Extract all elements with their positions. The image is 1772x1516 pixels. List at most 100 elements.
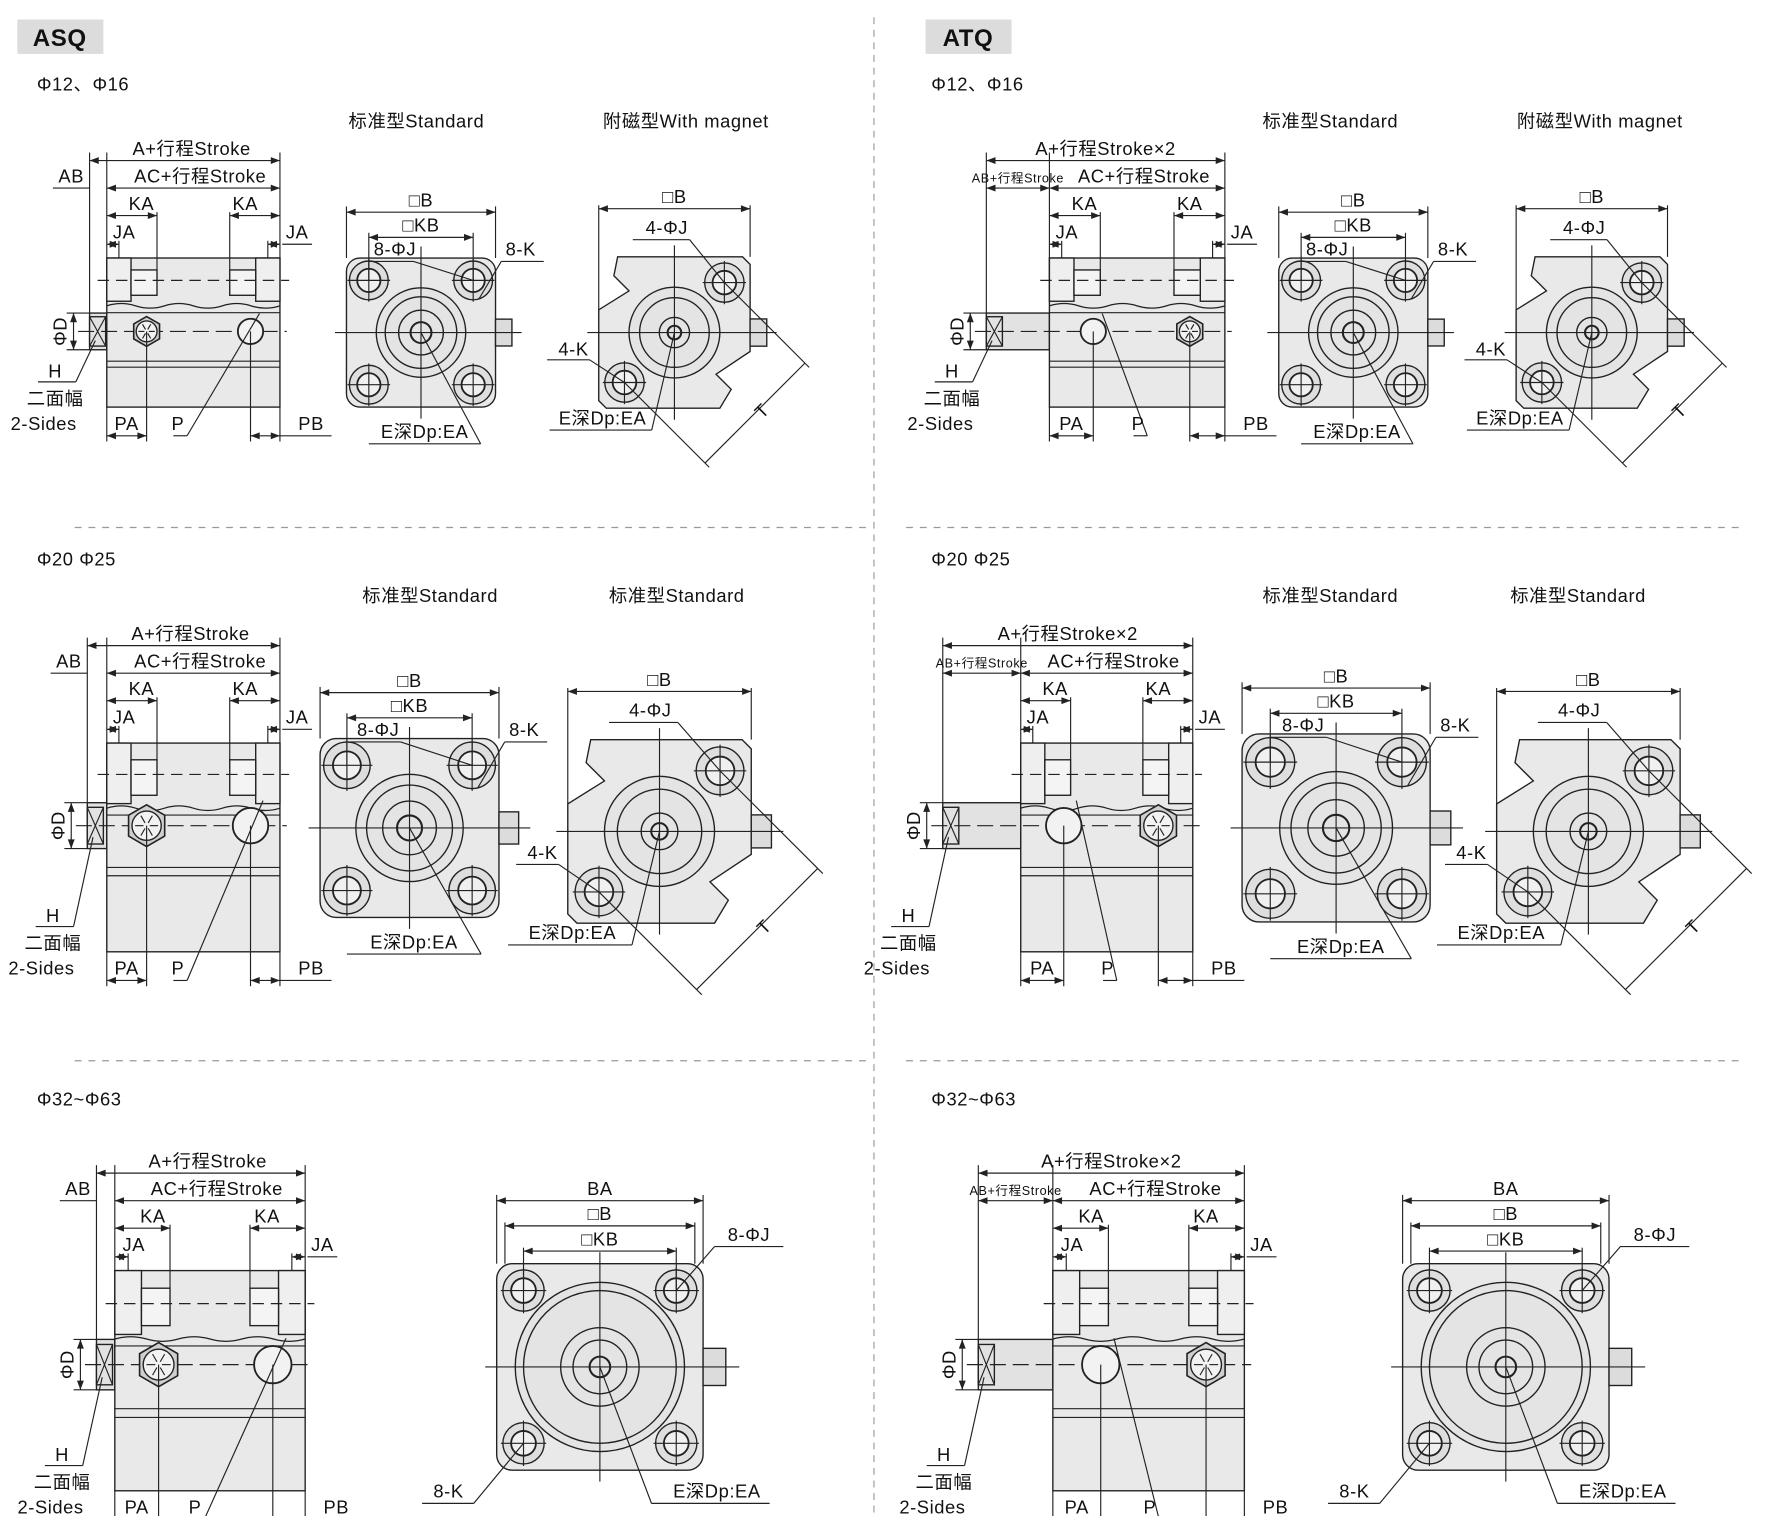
p-leader <box>1101 313 1148 436</box>
dim-a <box>986 157 1225 164</box>
dim-b <box>320 689 499 697</box>
label-j: 4-ΦJ <box>646 217 688 238</box>
label-ja-left: JA <box>1056 222 1079 243</box>
end-block-right <box>1199 257 1226 302</box>
dim-line <box>696 868 819 990</box>
label-a: A+行程Stroke <box>131 623 249 644</box>
arrowhead <box>295 1169 306 1177</box>
dim-ja-left <box>106 725 119 733</box>
dim-ka-right <box>1188 1224 1245 1232</box>
arrowhead <box>598 205 608 213</box>
arrowhead <box>966 340 974 350</box>
arrowhead <box>76 1380 84 1390</box>
arrowhead <box>1420 684 1431 692</box>
dim-ja-left <box>1020 725 1033 733</box>
flats-x <box>942 807 960 845</box>
label-2-sides: 2-Sides <box>864 958 930 979</box>
label-ja-right: JA <box>1199 707 1222 728</box>
p-leader <box>1075 800 1118 981</box>
label-p: P <box>1101 958 1114 979</box>
arrowhead <box>106 977 116 984</box>
arrowhead <box>1183 725 1193 733</box>
arrowhead <box>70 340 77 350</box>
label-ka-right: KA <box>233 193 259 214</box>
view-title: 附磁型With magnet <box>1517 110 1683 131</box>
j-leader <box>689 239 725 283</box>
hex-mark <box>1207 1367 1213 1376</box>
arrowhead <box>229 212 239 220</box>
dim-ja-right <box>1180 725 1193 733</box>
arrowhead <box>1020 977 1030 984</box>
label-2-sides: 2-Sides <box>11 413 77 434</box>
label-b: □B <box>1494 1203 1518 1224</box>
arrowhead <box>1043 1197 1053 1205</box>
label-k: 8-K <box>1440 715 1470 736</box>
hex-mark <box>1159 828 1165 836</box>
label-kb: □KB <box>1487 1228 1524 1249</box>
extension-line <box>598 891 703 996</box>
label-ja-right: JA <box>1231 222 1254 243</box>
arrowhead <box>249 1224 260 1232</box>
label-b: □B <box>588 1203 612 1224</box>
label-j: 8-ΦJ <box>374 239 416 260</box>
end-block-left <box>106 257 132 302</box>
hex-mark <box>142 333 146 339</box>
arrowhead <box>250 432 260 440</box>
mounting-hole <box>1243 866 1298 921</box>
arrowhead <box>147 212 158 220</box>
extension-line <box>624 382 710 468</box>
dim-pa <box>1049 432 1094 440</box>
label-pa: PA <box>115 413 139 434</box>
label-pa: PA <box>115 958 139 979</box>
dim-pa <box>106 977 147 984</box>
label-b: □B <box>1580 186 1604 207</box>
hex-mark <box>152 1367 158 1376</box>
j-leader <box>1326 736 1403 763</box>
arrowhead <box>1189 432 1199 440</box>
arrowhead <box>270 184 280 192</box>
label-d: ΦD <box>903 811 924 840</box>
arrowhead <box>942 642 952 650</box>
label-h: H <box>48 360 62 381</box>
label-width-across-flats: 二面幅 <box>916 1471 973 1492</box>
mounting-hole <box>321 864 373 917</box>
dim-ab <box>942 669 1021 677</box>
j-leader <box>1606 239 1643 283</box>
arrowhead <box>106 432 116 440</box>
tie-rod-nut-left <box>1073 269 1101 296</box>
dim-line <box>1625 868 1747 990</box>
label-e: E深Dp:EA <box>1476 407 1564 428</box>
label-2-sides: 2-Sides <box>8 958 74 979</box>
hex-mark <box>159 1367 166 1376</box>
arrowhead <box>1049 432 1059 440</box>
p-leader <box>186 800 264 981</box>
arrowhead <box>270 240 280 248</box>
flats-x <box>95 1344 114 1386</box>
arrowhead <box>489 689 499 697</box>
dim-kb <box>1270 709 1402 717</box>
label-kb: □KB <box>1335 215 1372 236</box>
dim-b <box>1516 205 1668 213</box>
label-width-across-flats: 二面幅 <box>880 933 937 954</box>
arrowhead <box>986 184 996 192</box>
label-ja-right: JA <box>286 222 309 243</box>
dim-t <box>1621 362 1723 464</box>
label-ja-right: JA <box>286 707 309 728</box>
dim-ja-right <box>1212 240 1225 248</box>
dim-a <box>978 1169 1245 1177</box>
rod-end-flats-icon <box>88 316 107 347</box>
hex-mark <box>1199 1353 1205 1363</box>
j-leader <box>1606 722 1650 772</box>
label-pb: PB <box>298 958 324 979</box>
arrowhead <box>1183 642 1193 650</box>
badge-box <box>925 19 1012 54</box>
arrowhead <box>1242 684 1252 692</box>
view-title: 标准型Standard <box>1263 110 1399 131</box>
break-line <box>106 302 281 309</box>
label-j: 4-ΦJ <box>629 700 671 721</box>
label-b: □B <box>409 189 433 210</box>
arrowhead <box>346 714 357 722</box>
arrowhead <box>496 1197 506 1205</box>
label-d: ΦD <box>57 1350 78 1379</box>
